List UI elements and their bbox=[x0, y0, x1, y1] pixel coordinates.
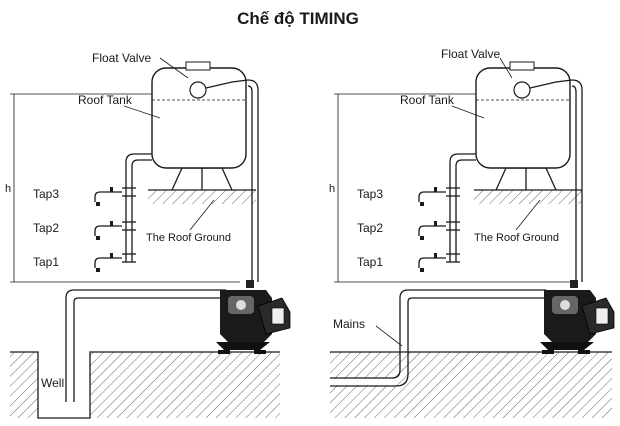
left-tap2-label: Tap2 bbox=[33, 221, 59, 235]
right-mains-pipe bbox=[330, 289, 546, 379]
right-pump bbox=[539, 279, 615, 355]
left-ground-hatch bbox=[10, 352, 38, 418]
well-label-bg bbox=[40, 374, 76, 392]
left-pump bbox=[215, 279, 291, 355]
right-float-valve bbox=[513, 81, 531, 99]
left-float-valve-label: Float Valve bbox=[92, 51, 151, 65]
well-label: Well bbox=[41, 376, 64, 390]
left-tap-riser bbox=[125, 153, 152, 262]
right-tap3-label: Tap3 bbox=[357, 187, 383, 201]
right-panel: Mains h Tap3 Tap2 Tap bbox=[329, 47, 615, 418]
left-height-label: h bbox=[5, 183, 11, 195]
right-roof-tank-label: Roof Tank bbox=[400, 93, 455, 107]
right-height-label: h bbox=[329, 183, 335, 195]
left-tap3-label: Tap3 bbox=[33, 187, 59, 201]
left-tap2-faucet bbox=[94, 220, 123, 241]
left-ground-line bbox=[10, 351, 280, 419]
right-tap2-label: Tap2 bbox=[357, 221, 383, 235]
left-tap1-faucet bbox=[94, 252, 123, 273]
right-float-valve-label: Float Valve bbox=[441, 47, 500, 61]
right-tap1-faucet bbox=[418, 252, 447, 273]
left-roof-tank-label: Roof Tank bbox=[78, 93, 133, 107]
right-tap2-faucet bbox=[418, 220, 447, 241]
left-ground-hatch-2 bbox=[90, 352, 280, 418]
right-tap-riser bbox=[449, 153, 476, 262]
left-suction-pipe bbox=[65, 289, 226, 402]
mains-label: Mains bbox=[333, 317, 365, 331]
page-title: Chế độ TIMING bbox=[237, 9, 359, 28]
left-panel: Well h T bbox=[5, 51, 291, 419]
right-tap1-label: Tap1 bbox=[357, 255, 383, 269]
left-feed-pipe bbox=[247, 79, 259, 282]
left-roof-ground bbox=[148, 190, 256, 204]
right-feed-pipe bbox=[571, 79, 583, 282]
left-roof-ground-label: The Roof Ground bbox=[146, 232, 231, 244]
right-tap3-faucet bbox=[418, 186, 447, 207]
left-tap3-faucet bbox=[94, 186, 123, 207]
right-roof-ground bbox=[474, 190, 582, 204]
left-float-valve bbox=[189, 81, 207, 99]
left-tap1-label: Tap1 bbox=[33, 255, 59, 269]
right-roof-ground-label: The Roof Ground bbox=[474, 232, 559, 244]
